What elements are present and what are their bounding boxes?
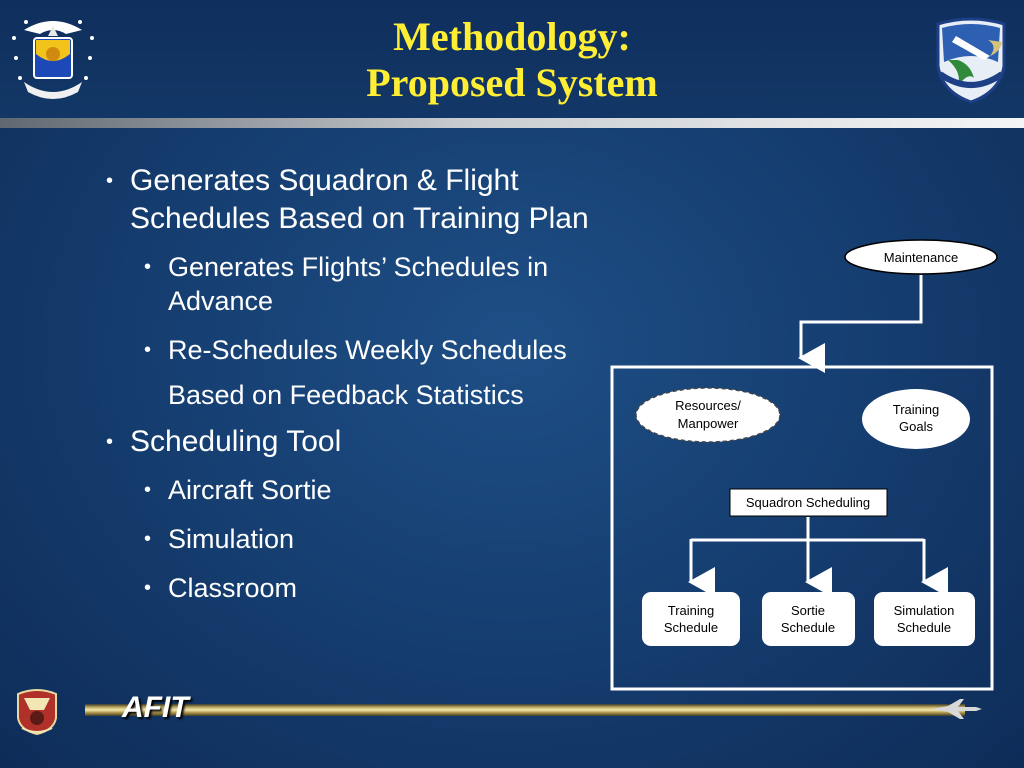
sub-bullet-item: •Simulation (144, 524, 295, 554)
footer-divider (85, 704, 965, 716)
bullet-text: Generates Squadron & Flight Schedules Ba… (130, 164, 589, 235)
sortie-schedule-node (762, 592, 855, 646)
sub-bullet-text: Aircraft Sortie (168, 475, 332, 505)
bullet-text: Scheduling Tool (130, 425, 342, 458)
sub-bullet-item: •Generates Flights’ Schedules in Advance (144, 252, 549, 316)
simulation-schedule-node (874, 592, 975, 646)
title-line-2: Proposed System (366, 60, 658, 105)
sub-bullet-continuation: •Based on Feedback Statistics (106, 378, 626, 412)
bullet-item: •Generates Squadron & Flight Schedules B… (106, 164, 589, 235)
training-schedule-label-2: Schedule (664, 620, 718, 635)
maintenance-connector (798, 275, 923, 373)
sub-bullet-text: Generates Flights’ Schedules in Advance (168, 252, 549, 316)
maintenance-label: Maintenance (884, 250, 958, 265)
simulation-schedule-label-1: Simulation (894, 603, 955, 618)
training-goals-label-1: Training (893, 402, 939, 417)
squadron-patch-icon (17, 689, 57, 736)
maintenance-node (844, 239, 998, 275)
training-schedule-node (642, 592, 740, 646)
sub-bullet-text: Re-Schedules Weekly Schedules (168, 335, 567, 365)
simulation-schedule-label-2: Schedule (897, 620, 951, 635)
squadron-scheduling-node (729, 488, 888, 517)
jet-icon (932, 699, 982, 719)
sub-bullet-text: Simulation (168, 524, 295, 554)
sub-bullet-text: Classroom (168, 573, 298, 603)
title-divider (0, 118, 1024, 128)
system-frame (610, 365, 994, 691)
sub-bullet-item: •Classroom (144, 573, 298, 603)
flying-training-wing-badge-icon (936, 17, 1006, 104)
slide-title: Methodology: Proposed System (230, 14, 794, 106)
training-goals-node (862, 389, 970, 449)
sortie-schedule-label-2: Schedule (781, 620, 835, 635)
bullet-item: •Scheduling Tool (106, 425, 342, 458)
bullet-list: •Generates Squadron & Flight Schedules B… (106, 162, 626, 620)
footer-label: AFIT (122, 691, 189, 724)
air-force-seal-icon (12, 20, 94, 99)
title-line-1: Methodology: (393, 14, 631, 59)
sub-bullet-text: Based on Feedback Statistics (168, 380, 524, 410)
header-band (0, 0, 1024, 118)
squadron-scheduling-label: Squadron Scheduling (746, 495, 870, 510)
sortie-schedule-label-1: Sortie (791, 603, 825, 618)
training-goals-label-2: Goals (899, 419, 933, 434)
sub-bullet-item: •Re-Schedules Weekly Schedules (144, 335, 567, 365)
resources-manpower-node (635, 387, 781, 443)
training-schedule-label-1: Training (668, 603, 714, 618)
resources-label-1: Resources/ (675, 398, 741, 413)
sub-bullet-item: •Aircraft Sortie (144, 475, 332, 505)
resources-label-2: Manpower (678, 416, 739, 431)
